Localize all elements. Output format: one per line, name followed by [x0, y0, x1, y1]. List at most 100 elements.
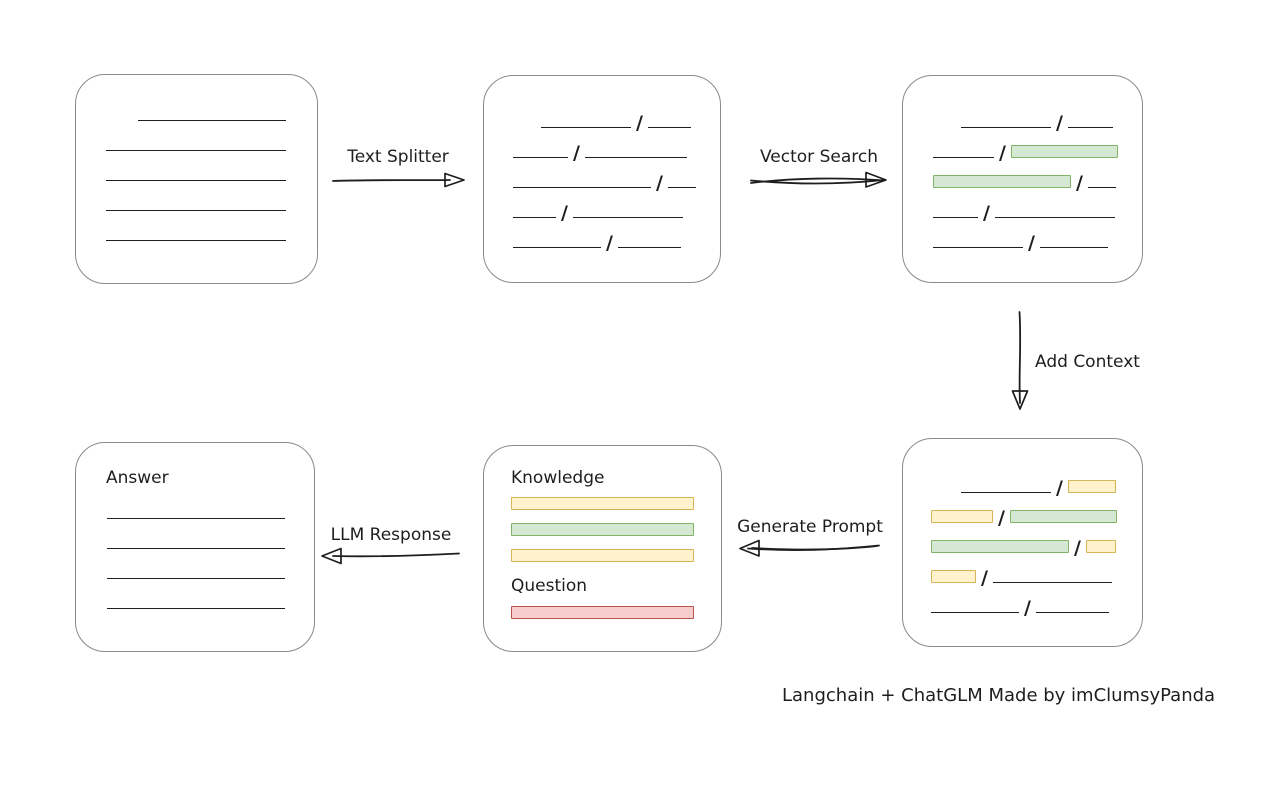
slash-separator: /: [981, 567, 988, 589]
chunk-row: /: [961, 98, 1113, 134]
green-chunk: [933, 175, 1071, 188]
text-line: [1039, 247, 1108, 248]
text-line: [933, 157, 994, 158]
text-line: [961, 492, 1051, 493]
context-chunk-lines: / / / / /: [903, 439, 1142, 619]
question-bars: [511, 606, 694, 619]
text-line: [617, 247, 681, 248]
text-line: [1067, 127, 1113, 128]
node-source-document: [75, 74, 318, 284]
slash-separator: /: [1056, 477, 1063, 499]
text-line: [572, 217, 683, 218]
text-line: [931, 612, 1019, 613]
text-line: [513, 157, 568, 158]
slash-separator: /: [1056, 112, 1063, 134]
node-answer: Answer: [75, 442, 315, 652]
chunk-row: /: [541, 98, 691, 134]
add-context-label: Add Context: [1035, 352, 1140, 372]
text-line: [541, 127, 631, 128]
chunk-row: [106, 211, 287, 241]
slash-separator: /: [1024, 597, 1031, 619]
text-line: [513, 217, 556, 218]
chunk-row: [107, 519, 285, 549]
knowledge-heading: Knowledge: [511, 468, 605, 488]
chunk-row: /: [931, 523, 1116, 559]
chunk-row: /: [931, 493, 1117, 529]
yellow-chunk: [1067, 480, 1116, 493]
text-line: [933, 247, 1023, 248]
text-line: [138, 120, 286, 121]
chunk-row: /: [933, 188, 1115, 224]
node-prompt: Knowledge Question: [483, 445, 722, 652]
split-chunk-lines: /////: [484, 76, 720, 254]
node-context-chunks: / / / / /: [902, 438, 1143, 647]
yellow-chunk: [931, 510, 993, 523]
node-matched-chunks: / / / / /: [902, 75, 1143, 283]
chunk-row: [107, 489, 285, 519]
slash-separator: /: [606, 232, 613, 254]
chunk-row: /: [933, 158, 1116, 194]
text-line: [106, 180, 286, 181]
text-line: [994, 217, 1115, 218]
chunk-row: [107, 579, 285, 609]
generate-prompt-label: Generate Prompt: [737, 517, 883, 537]
text-line: [1087, 187, 1116, 188]
green-chunk: [931, 540, 1069, 553]
green-chunk: [1010, 145, 1118, 158]
text-line: [106, 210, 286, 211]
text-line: [647, 127, 691, 128]
text-splitter-arrow: [332, 172, 465, 188]
text-line: [513, 247, 601, 248]
slash-separator: /: [573, 142, 580, 164]
chunk-row: [138, 91, 287, 121]
chunk-row: /: [513, 128, 691, 164]
chunk-row: /: [513, 218, 691, 254]
text-line: [992, 582, 1112, 583]
text-splitter-label: Text Splitter: [347, 147, 449, 167]
text-line: [933, 217, 978, 218]
vector-search-label: Vector Search: [760, 147, 878, 167]
chunk-row: [106, 151, 287, 181]
node-split-chunks: /////: [483, 75, 721, 283]
text-line: [1035, 612, 1109, 613]
vector-search-arrow: [750, 171, 887, 188]
chunk-row: [107, 549, 285, 579]
text-line: [107, 608, 285, 609]
yellow-chunk: [931, 570, 976, 583]
chunk-row: /: [931, 553, 1114, 589]
knowledge-bars: [511, 497, 694, 562]
slash-separator: /: [983, 202, 990, 224]
slash-separator: /: [999, 142, 1006, 164]
green-chunk: [1009, 510, 1117, 523]
llm-response-label: LLM Response: [330, 525, 452, 545]
green-chunk-bar: [511, 523, 694, 536]
chunk-row: /: [931, 583, 1114, 619]
text-line: [667, 187, 696, 188]
text-line: [584, 157, 687, 158]
yellow-chunk-bar: [511, 497, 694, 510]
slash-separator: /: [636, 112, 643, 134]
chunk-row: /: [933, 128, 1118, 164]
caption: Langchain + ChatGLM Made by imClumsyPand…: [782, 685, 1216, 706]
slash-separator: /: [1074, 537, 1081, 559]
slash-separator: /: [998, 507, 1005, 529]
answer-heading: Answer: [106, 468, 169, 488]
document-lines: [76, 75, 317, 241]
llm-response-arrow: [321, 547, 460, 565]
chunk-row: [106, 181, 287, 211]
chunk-row: /: [513, 158, 696, 193]
text-line: [107, 548, 285, 549]
slash-separator: /: [561, 202, 568, 224]
matched-chunk-lines: / / / / /: [903, 76, 1142, 254]
slash-separator: /: [1076, 172, 1083, 194]
text-line: [513, 187, 651, 188]
answer-lines: [76, 489, 314, 609]
chunk-row: /: [961, 463, 1116, 499]
add-context-arrow: [1011, 311, 1029, 410]
text-line: [107, 578, 285, 579]
text-line: [106, 240, 286, 241]
slash-separator: /: [1028, 232, 1035, 254]
red-chunk-bar: [511, 606, 694, 619]
generate-prompt-arrow: [739, 539, 880, 557]
